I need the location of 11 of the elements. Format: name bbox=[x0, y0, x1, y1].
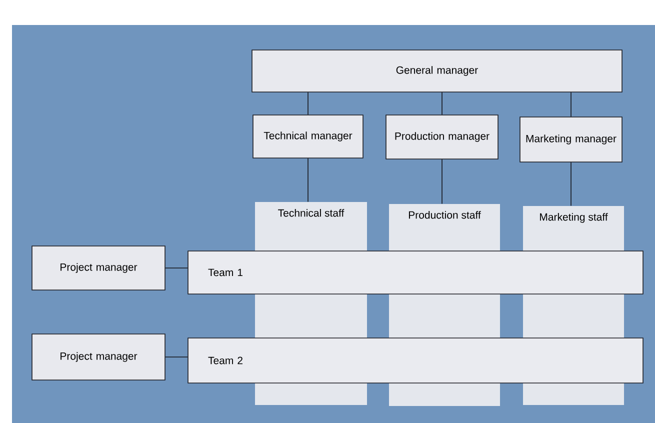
connector-line bbox=[570, 162, 572, 206]
org-box: Production manager bbox=[386, 114, 498, 160]
org-box: Project manager bbox=[32, 334, 166, 380]
org-box: Marketing manager bbox=[520, 116, 622, 162]
connector-line bbox=[165, 356, 188, 358]
team-bar: Team 2 bbox=[188, 338, 644, 384]
connector-line bbox=[570, 92, 572, 117]
team-bar: Team 1 bbox=[188, 250, 644, 294]
org-box: Technical manager bbox=[252, 114, 364, 158]
org-box: General manager bbox=[252, 50, 622, 92]
org-box: Project manager bbox=[32, 246, 166, 290]
